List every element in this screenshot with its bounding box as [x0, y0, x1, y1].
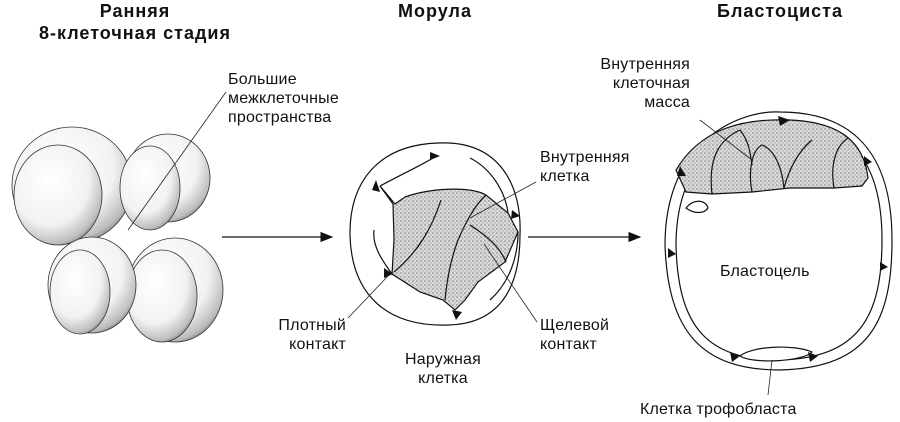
label-trophoblast-cell: Клетка трофобласта [640, 401, 797, 418]
label-inner-cell-mass: Внутренняя клеточная масса [540, 55, 690, 112]
gap-junction-pointer [483, 243, 538, 323]
label-intercellular-spaces: Большие межклеточные пространства [228, 70, 339, 127]
label-outer-cell: Наружная клетка [388, 350, 498, 388]
label-tight-junction: Плотный контакт [236, 316, 346, 354]
label-tight-junction-2: контакт [289, 336, 346, 353]
title-early-stage: Ранняя 8-клеточная стадия [0, 0, 270, 44]
eight-cell-embryo [11, 126, 224, 343]
title-early-line1: Ранняя [99, 1, 171, 21]
morula-junction-markers [372, 152, 520, 320]
label-intercellular-spaces-3: пространства [228, 109, 332, 126]
title-morula: Морула [398, 1, 472, 21]
label-inner-cell: Внутренняя клетка [540, 148, 630, 186]
inner-cell-pointer [469, 181, 537, 219]
title-blastocyst: Бластоциста [717, 1, 843, 21]
label-inner-cell-mass-3: масса [644, 94, 690, 111]
label-inner-cell-mass-1: Внутренняя [600, 56, 690, 73]
intercellular-spaces-pointer [127, 91, 227, 231]
blastocyst [664, 111, 893, 371]
blastocyst-junction-markers [668, 116, 888, 362]
label-outer-cell-1: Наружная [404, 351, 482, 368]
label-inner-cell-1: Внутренняя [540, 149, 630, 166]
label-intercellular-spaces-2: межклеточные [228, 90, 339, 107]
label-gap-junction-2: контакт [540, 336, 597, 353]
label-inner-cell-2: клетка [540, 168, 590, 185]
label-gap-junction: Щелевой контакт [540, 316, 609, 354]
label-outer-cell-2: клетка [418, 370, 468, 387]
label-intercellular-spaces-1: Большие [228, 71, 297, 88]
label-inner-cell-mass-2: клеточная [612, 75, 690, 92]
label-tight-junction-1: Плотный [278, 317, 346, 334]
label-gap-junction-1: Щелевой [540, 317, 610, 334]
trophoblast-pointer [767, 359, 773, 396]
title-early-line2: 8-клеточная стадия [39, 23, 231, 43]
label-blastocoel: Бластоцель [720, 263, 810, 280]
morula [349, 142, 521, 326]
tight-junction-pointer [347, 275, 389, 319]
inner-cell-mass-pointer [699, 119, 753, 161]
